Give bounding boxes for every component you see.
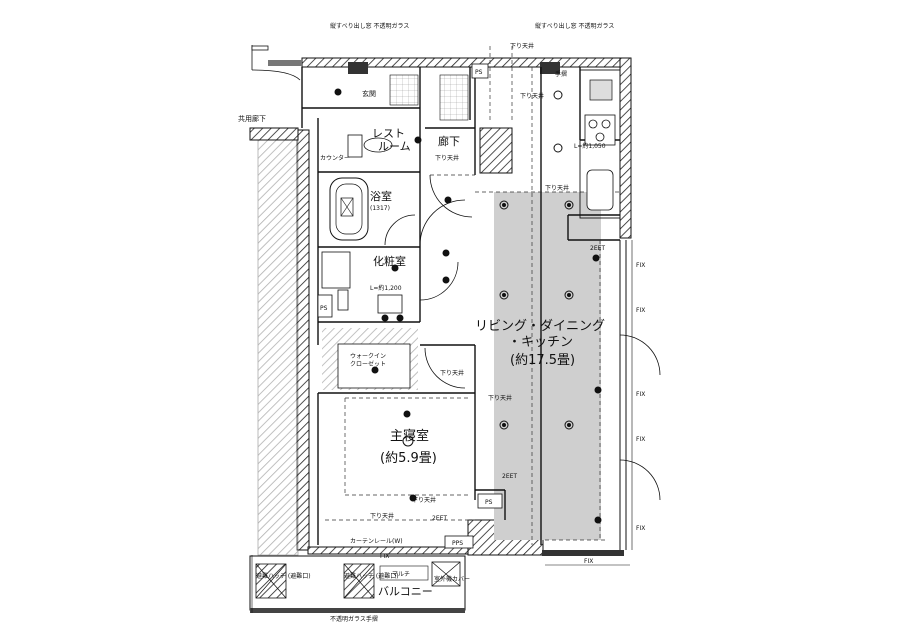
obscure-window-label-left: 縦すべり出し窓 不透明ガラス bbox=[330, 22, 409, 30]
master-bedroom-label: 主寝室 bbox=[390, 428, 429, 444]
walk-in-closet bbox=[322, 328, 418, 390]
lowered-ceiling-label-1: 下り天井 bbox=[510, 42, 534, 50]
curtain-rail-label: カーテンレール(W) bbox=[350, 538, 403, 545]
multi-faucet-label: マルチ bbox=[392, 571, 410, 578]
fix-label-4: FIX bbox=[636, 436, 645, 443]
restroom-label-1: レスト bbox=[372, 127, 405, 140]
master-bedroom-area: (約5.9畳) bbox=[380, 451, 437, 466]
fix-label-1: FIX bbox=[636, 262, 645, 269]
interior-walls bbox=[301, 67, 620, 545]
dim-l1200-label: L=約1,200 bbox=[370, 284, 402, 292]
toilet bbox=[347, 134, 393, 158]
entrance-label: 玄関 bbox=[362, 89, 376, 98]
wic-label-2: クローゼット bbox=[350, 360, 386, 368]
lowered-ceiling-label-2: 下り天井 bbox=[545, 184, 569, 192]
lowered-ceiling-label-5: 下り天井 bbox=[488, 394, 512, 402]
ldk-label-2: ・キッチン bbox=[508, 335, 573, 350]
ps-label-3: PS bbox=[485, 499, 493, 506]
entrance-door bbox=[251, 45, 301, 81]
bathtub bbox=[329, 177, 369, 241]
ac-cover-label: 室外機カバー bbox=[434, 575, 470, 583]
dim-l1050-label: L=約1,050 bbox=[574, 142, 606, 150]
bathroom-size: (1317) bbox=[370, 205, 390, 212]
ldk-label-1: リビング・ダイニング bbox=[475, 319, 605, 334]
entrance-tile bbox=[389, 74, 419, 106]
wic-label-1: ウォークイン bbox=[350, 352, 386, 360]
fix-label-3: FIX bbox=[636, 391, 645, 398]
lowered-ceiling-label-7: 下り天井 bbox=[370, 512, 394, 520]
evac-hatch-label-2: 避難ハッチ (避難口) bbox=[344, 572, 399, 580]
restroom-label-2: ルーム bbox=[378, 140, 411, 153]
bathroom-label: 浴室 bbox=[370, 189, 392, 203]
obscure-railing-label: 不透明ガラス手摺 bbox=[330, 615, 378, 623]
eet-label-2: 2EET bbox=[432, 515, 447, 522]
ps-label-1: PS bbox=[320, 305, 328, 312]
fix-label-5: FIX bbox=[636, 525, 645, 532]
fix-label-7: FIX bbox=[380, 553, 389, 560]
handrail-label: 手摺 bbox=[555, 70, 567, 78]
fix-label-2: FIX bbox=[636, 307, 645, 314]
eet-label-3: 2EET bbox=[590, 245, 605, 252]
balcony bbox=[249, 555, 466, 613]
lowered-ceiling-label-3: 下り天井 bbox=[435, 154, 459, 162]
obscure-window-label-right: 縦すべり出し窓 不透明ガラス bbox=[535, 22, 614, 30]
ps-boxes bbox=[317, 63, 503, 549]
ps-label-2: PS bbox=[475, 69, 483, 76]
powder-room-label: 化粧室 bbox=[373, 254, 406, 268]
common-corridor-label: 共用廊下 bbox=[238, 114, 266, 123]
ceiling-lights bbox=[334, 88, 602, 524]
lowered-ceiling-label-8: 下り天井 bbox=[520, 92, 544, 100]
fix-label-6: FIX bbox=[584, 558, 593, 565]
balcony-label: バルコニー bbox=[378, 585, 433, 598]
counter-label: カウンター bbox=[320, 154, 350, 162]
pps-label: PPS bbox=[452, 540, 463, 547]
hallway-label: 廊下 bbox=[438, 134, 460, 148]
evac-hatch-label-1: 避難ハッチ (避難口) bbox=[256, 572, 311, 580]
kitchen bbox=[579, 69, 621, 219]
lowered-ceiling-label-4: 下り天井 bbox=[440, 369, 464, 377]
exterior-walls bbox=[249, 57, 632, 556]
vanity bbox=[321, 251, 403, 314]
window-wall-right bbox=[619, 240, 633, 550]
lowered-ceiling-label-6: 下り天井 bbox=[412, 496, 436, 504]
interior-doors bbox=[384, 174, 661, 501]
eet-label-1: 2EET bbox=[502, 473, 517, 480]
ldk-area: (約17.5畳) bbox=[510, 353, 575, 368]
